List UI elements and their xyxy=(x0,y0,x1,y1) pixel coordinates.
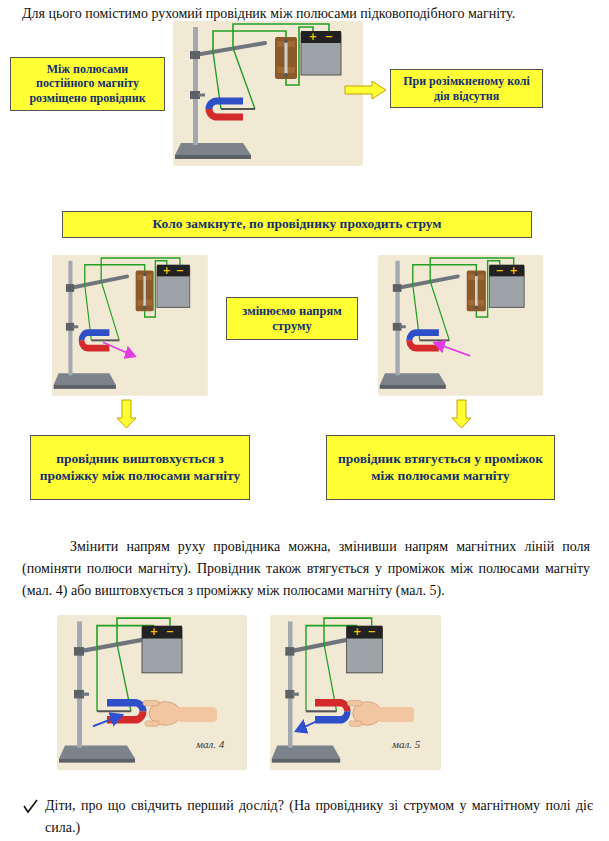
box-text: Між полюсами постійного магніту розміщен… xyxy=(17,62,158,105)
result-box: провідник виштовхується з проміжку між п… xyxy=(30,435,250,500)
heading-band: Коло замкнуте, по провіднику проходить с… xyxy=(62,211,532,238)
figure-label: мал. 5 xyxy=(392,738,420,750)
polarity-sign: + xyxy=(150,627,158,637)
polarity-sign: − xyxy=(496,266,504,276)
experiment-picture xyxy=(270,615,441,770)
block-arrow xyxy=(345,81,386,99)
body-text: Змінити напрям руху провідника можна, зм… xyxy=(22,536,590,602)
experiment-picture xyxy=(52,255,208,396)
experiment-picture xyxy=(173,21,363,166)
body-text: Для цього помістимо рухомий провідник мі… xyxy=(22,3,597,25)
polarity-sign: + xyxy=(309,32,317,42)
box-text: змінюємо напрям струму xyxy=(233,304,351,334)
block-arrow xyxy=(117,400,136,428)
box-text: провідник втягується у проміжок між полю… xyxy=(333,451,548,483)
polarity-sign: + xyxy=(163,266,171,276)
polarity-sign: − xyxy=(166,627,174,637)
result-box: провідник втягується у проміжок між полю… xyxy=(326,435,555,500)
polarity-sign: − xyxy=(325,32,333,42)
polarity-sign: + xyxy=(509,266,517,276)
polarity-sign: − xyxy=(176,266,184,276)
box-text: Коло замкнуте, по провіднику проходить с… xyxy=(152,216,441,232)
experiment-picture xyxy=(378,255,543,396)
question-text: Діти, про що свідчить перший дослід? (На… xyxy=(45,795,593,839)
box-text: провідник виштовхується з проміжку між п… xyxy=(37,451,243,483)
block-arrow xyxy=(452,400,471,428)
note-box: змінюємо напрям струму xyxy=(226,297,358,340)
check-mark xyxy=(24,800,37,812)
experiment-picture xyxy=(57,615,247,770)
figure-label: мал. 4 xyxy=(196,738,224,750)
box-text: При розімкненому колі дія відсутня xyxy=(397,74,536,103)
note-box: Між полюсами постійного магніту розміщен… xyxy=(10,57,165,111)
polarity-sign: + xyxy=(353,627,361,637)
note-box: При розімкненому колі дія відсутня xyxy=(390,69,543,108)
polarity-sign: − xyxy=(367,627,375,637)
